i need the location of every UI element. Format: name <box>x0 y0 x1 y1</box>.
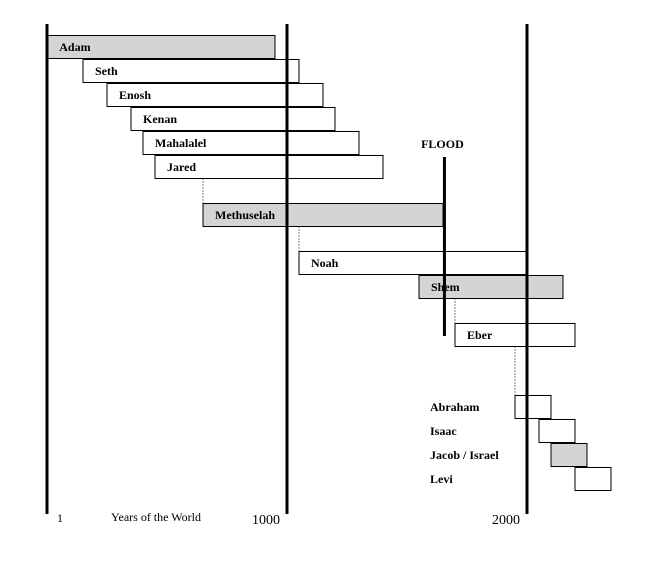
bar-abraham <box>514 395 552 419</box>
label-methuselah: Methuselah <box>215 208 275 222</box>
axis-title: Years of the World <box>111 510 201 524</box>
tick-label-2000: 2000 <box>492 513 520 528</box>
label-adam: Adam <box>59 40 90 54</box>
bar-seth <box>82 59 300 83</box>
label-noah: Noah <box>311 256 339 270</box>
bar-jacob-israel <box>550 443 588 467</box>
flood-label: FLOOD <box>421 137 464 151</box>
bar-enosh <box>106 83 324 107</box>
tick-label-1: 1 <box>57 511 63 525</box>
label-levi: Levi <box>430 472 453 486</box>
bar-jared <box>154 155 384 179</box>
label-jared: Jared <box>167 160 196 174</box>
label-kenan: Kenan <box>143 112 177 126</box>
bar-isaac <box>538 419 576 443</box>
label-eber: Eber <box>467 328 493 342</box>
bar-kenan <box>130 107 336 131</box>
tick-label-1000: 1000 <box>252 513 280 528</box>
label-abraham: Abraham <box>430 400 479 414</box>
bar-levi <box>574 467 612 491</box>
label-mahalalel: Mahalalel <box>155 136 207 150</box>
label-seth: Seth <box>95 64 118 78</box>
label-jacob-israel: Jacob / Israel <box>430 448 499 462</box>
label-shem: Shem <box>431 280 460 294</box>
label-isaac: Isaac <box>430 424 457 438</box>
label-enosh: Enosh <box>119 88 151 102</box>
bar-mahalalel <box>142 131 360 155</box>
